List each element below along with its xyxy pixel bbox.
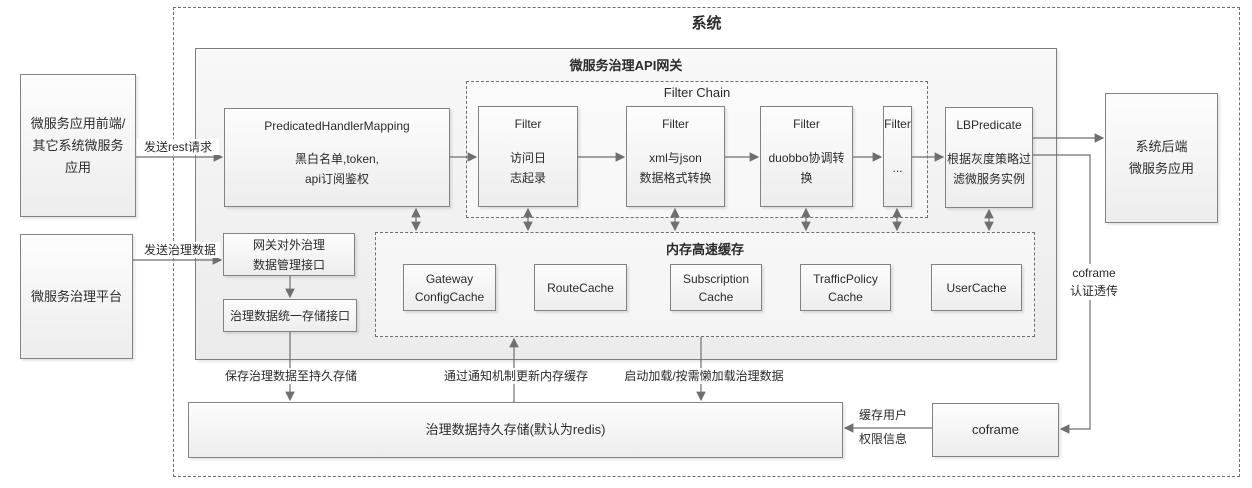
node-backend-microservices: 系统后端 微服务应用	[1105, 93, 1218, 223]
lbp-title: LBPredicate	[956, 118, 1022, 132]
node-coframe: coframe	[932, 403, 1059, 457]
phm-body: 黑白名单,token, api订阅鉴权	[294, 152, 380, 186]
label-send-rest: 发送rest请求	[137, 139, 219, 155]
filter3-title: Filter	[793, 117, 820, 131]
label-save-persist: 保存治理数据至持久存储	[216, 368, 366, 384]
lbp-body: 根据灰度策略过 滤微服务实例	[946, 152, 1031, 186]
filter-chain-title: Filter Chain	[663, 85, 731, 100]
label-send-gov: 发送治理数据	[140, 242, 220, 258]
filter1-title: Filter	[514, 117, 542, 131]
node-frontend-apps: 微服务应用前端/ 其它系统微服务 应用	[20, 74, 136, 217]
node-lb-predicate: LBPredicate 根据灰度策略过 滤微服务实例	[945, 107, 1033, 208]
node-governance-platform: 微服务治理平台	[20, 234, 133, 359]
filter4-body: ...	[892, 161, 903, 175]
filter1-body: 访问日 志起录	[509, 151, 546, 185]
node-user-cache: UserCache	[931, 264, 1022, 311]
node-filter-xml-json: Filter xml与json 数据格式转换	[626, 106, 725, 207]
node-gateway-config-cache: Gateway ConfigCache	[403, 264, 496, 311]
node-subscription-cache: Subscription Cache	[670, 264, 762, 311]
memory-cache-title: 内存高速缓存	[665, 242, 744, 257]
system-title: 系统	[691, 15, 722, 32]
node-filter-access-log: Filter 访问日 志起录	[478, 106, 578, 207]
node-route-cache: RouteCache	[534, 264, 627, 311]
label-notify-update: 通过通知机制更新内存缓存	[440, 368, 592, 384]
filter3-body: duobbo协调转 换	[768, 151, 845, 185]
node-filter-dubbo: Filter duobbo协调转 换	[760, 106, 853, 207]
node-traffic-policy-cache: TrafficPolicy Cache	[800, 264, 891, 311]
node-storage-api: 治理数据统一存储接口	[223, 299, 357, 332]
node-persistent-storage: 治理数据持久存储(默认为redis)	[188, 402, 843, 458]
filter4-title: Filter	[884, 117, 911, 131]
gateway-title: 微服务治理API网关	[569, 58, 683, 73]
node-filter-more: Filter ...	[883, 106, 912, 207]
filter2-body: xml与json 数据格式转换	[639, 151, 712, 185]
label-coframe-auth: coframe 认证透传	[1062, 264, 1126, 300]
label-load-on-start: 启动加载/按需懒加载治理数据	[620, 368, 788, 384]
node-predicated-handler-mapping: PredicatedHandlerMapping 黑白名单,token, api…	[224, 108, 450, 207]
label-cache-user: 缓存用户 权限信息	[858, 408, 907, 446]
filter2-title: Filter	[662, 117, 689, 131]
phm-title: PredicatedHandlerMapping	[264, 119, 410, 133]
node-gw-admin-api: 网关对外治理 数据管理接口	[223, 233, 355, 276]
